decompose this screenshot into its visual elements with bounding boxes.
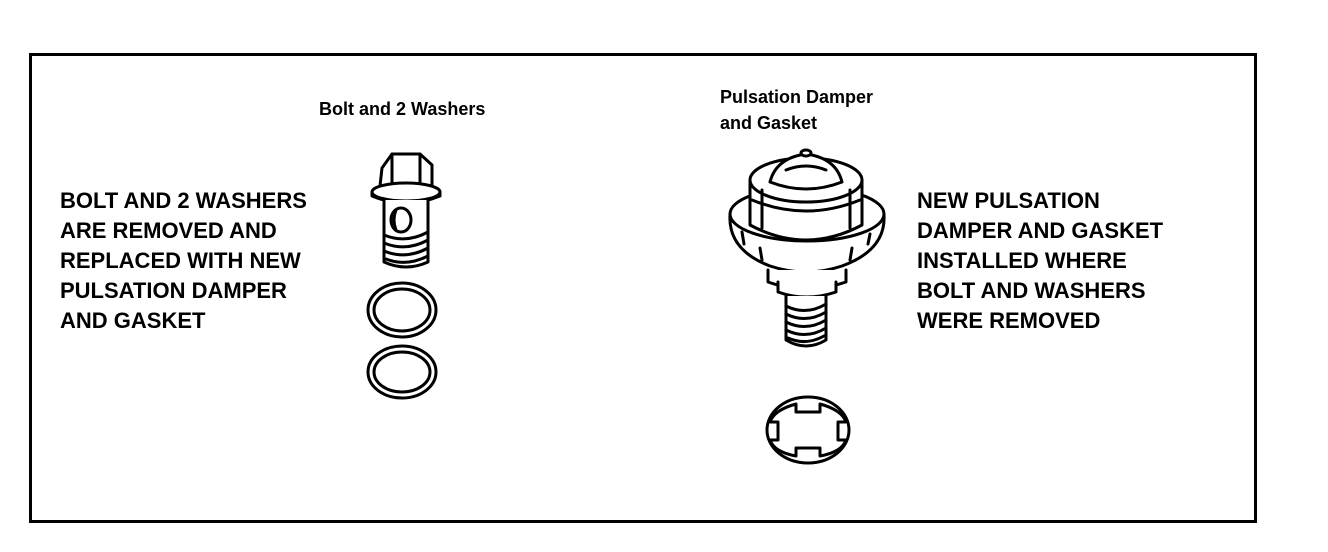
installation-caption: NEW PULSATION DAMPER AND GASKET INSTALLE… <box>917 188 1164 333</box>
diagram-frame <box>29 53 1257 523</box>
pulsation-damper-label: Pulsation Damper and Gasket <box>720 87 874 133</box>
removal-caption: BOLT AND 2 WASHERS ARE REMOVED AND REPLA… <box>60 188 307 333</box>
bolt-washers-label: Bolt and 2 Washers <box>319 99 486 119</box>
